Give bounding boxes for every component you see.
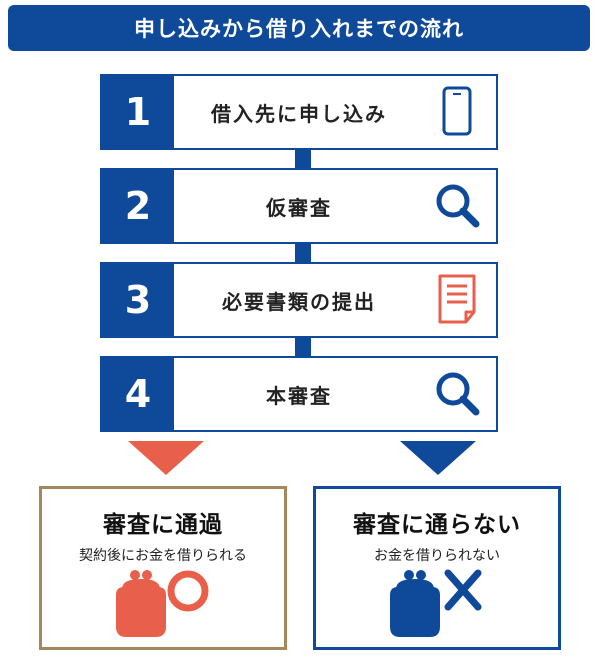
result-title: 審査に通過 xyxy=(103,512,223,538)
step-label: 本審査 xyxy=(266,383,332,408)
result-fail-box: 審査に通らない お金を借りられない xyxy=(313,486,561,650)
flow-title-banner: 申し込みから借り入れまでの流れ xyxy=(8,5,590,51)
step-connector xyxy=(295,338,311,358)
step-number: 4 xyxy=(102,358,174,430)
result-subtitle: 契約後にお金を借りられる xyxy=(79,548,247,564)
step-1: 1 借入先に申し込み xyxy=(100,74,498,150)
step-number: 3 xyxy=(102,264,174,336)
wallet-circle-icon xyxy=(116,570,209,637)
step-3: 3 必要書類の提出 xyxy=(100,262,498,338)
magnifier-icon xyxy=(436,372,480,416)
wallet-cross-icon xyxy=(390,569,482,637)
step-4: 4 本審査 xyxy=(100,356,498,432)
result-title: 審査に通らない xyxy=(353,512,521,538)
step-number: 1 xyxy=(102,76,174,148)
magnifier-icon xyxy=(436,184,480,228)
step-label: 必要書類の提出 xyxy=(222,289,376,314)
step-connector xyxy=(295,244,311,264)
flow-title: 申し込みから借り入れまでの流れ xyxy=(134,17,464,41)
fail-arrow xyxy=(400,441,476,475)
result-subtitle: お金を借りられない xyxy=(374,548,500,564)
result-pass-box: 審査に通過 契約後にお金を借りられる xyxy=(39,486,287,650)
step-2: 2 仮審査 xyxy=(100,168,498,244)
step-label: 借入先に申し込み xyxy=(211,101,387,126)
pass-arrow xyxy=(128,441,204,475)
step-number: 2 xyxy=(102,170,174,242)
step-connector xyxy=(295,150,311,170)
smartphone-icon xyxy=(442,86,472,136)
document-icon xyxy=(438,274,476,324)
step-label: 仮審査 xyxy=(266,195,332,220)
